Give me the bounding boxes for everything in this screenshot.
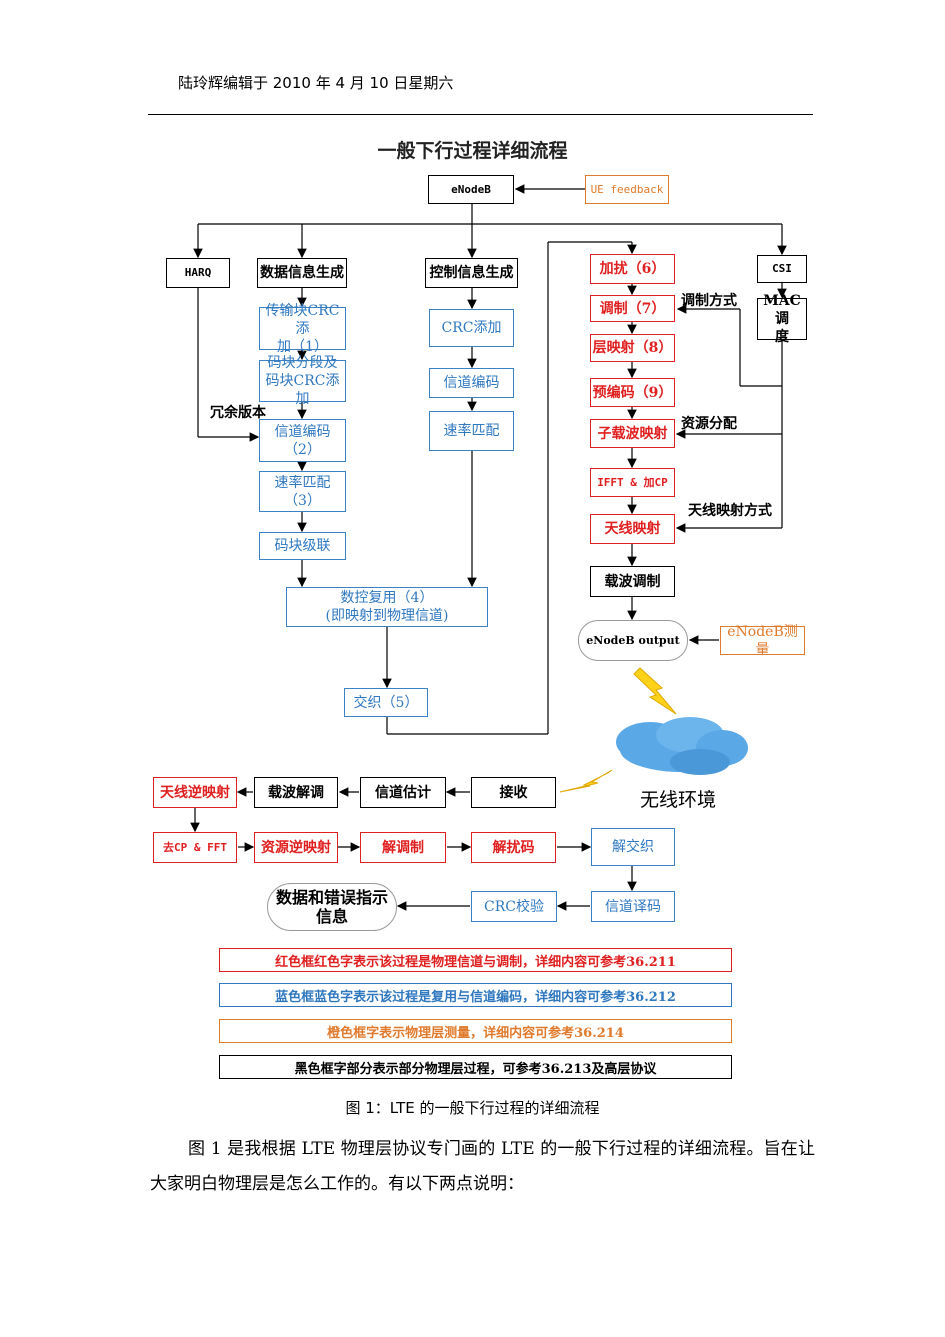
- ant-map-scheme-label: 天线映射方式: [688, 503, 772, 519]
- header-text: 陆玲辉编辑于 2010 年 4 月 10 日星期六: [178, 74, 454, 92]
- channel-est-box: 信道估计: [360, 777, 446, 808]
- res-alloc-label: 资源分配: [681, 416, 737, 432]
- legend-red: 红色框红色字表示该过程是物理信道与调制，详细内容可参考36.211: [219, 948, 732, 972]
- wireless-env-label: 无线环境: [640, 789, 717, 811]
- deinterleave-box: 解交织: [591, 828, 675, 866]
- body-paragraph: 图 1 是我根据 LTE 物理层协议专门画的 LTE 的一般下行过程的详细流程。…: [150, 1139, 815, 1194]
- modulate-box: 调制（7）: [590, 295, 675, 322]
- redundancy-label: 冗余版本: [210, 405, 266, 421]
- channel-coding-2-box: 信道编码 （2）: [259, 419, 346, 462]
- lightning-icon-2: [559, 769, 613, 793]
- ifft-cp-box: IFFT & 加CP: [590, 468, 675, 497]
- data-error-oval: 数据和错误指示 信息: [267, 883, 397, 931]
- remove-cp-fft-box: 去CP & FFT: [153, 832, 237, 863]
- scramble-box: 加扰（6）: [590, 254, 675, 284]
- enodeb-output-oval: eNodeB output: [578, 620, 688, 661]
- code-block-concat-box: 码块级联: [259, 532, 346, 560]
- lightning-icon: [633, 667, 677, 715]
- legend-blue: 蓝色框蓝色字表示该过程是复用与信道编码，详细内容可参考36.212: [219, 983, 732, 1007]
- precode-box: 预编码（9）: [590, 378, 675, 407]
- legend-orange: 橙色框字表示物理层测量，详细内容可参考36.214: [219, 1019, 732, 1043]
- header-divider: [148, 114, 813, 115]
- receive-box: 接收: [471, 777, 556, 808]
- rate-match-box: 速率匹配: [429, 411, 514, 451]
- mux-box: 数控复用（4） (即映射到物理信道): [286, 587, 488, 627]
- segmentation-box: 码块分段及 码块CRC添加: [259, 355, 346, 407]
- layer-map-box: 层映射（8）: [590, 334, 675, 362]
- enodeb-box: eNodeB: [428, 175, 514, 204]
- enodeb-measure-box: eNodeB测量: [720, 624, 805, 658]
- rate-match-3-box: 速率匹配 （3）: [259, 471, 346, 512]
- demodulate-box: 解调制: [360, 832, 446, 863]
- channel-coding-box: 信道编码: [429, 368, 514, 398]
- interleave-box: 交织（5）: [344, 688, 428, 717]
- antenna-map-box: 天线映射: [590, 514, 675, 544]
- carrier-mod-box: 载波调制: [590, 566, 675, 597]
- ctrl-gen-box: 控制信息生成: [425, 258, 518, 288]
- data-gen-box: 数据信息生成: [257, 258, 347, 288]
- cloud-icon: [616, 717, 748, 775]
- diagram-title: 一般下行过程详细流程: [377, 140, 568, 162]
- resource-demap-box: 资源逆映射: [254, 832, 338, 863]
- crc-check-box: CRC校验: [471, 891, 557, 922]
- csi-box: CSI: [757, 255, 807, 283]
- mac-sched-box: MAC调 度: [757, 293, 807, 345]
- carrier-demod-box: 载波解调: [254, 777, 338, 808]
- crc-add-box: CRC添加: [429, 309, 514, 347]
- figure-caption: 图 1：LTE 的一般下行过程的详细流程: [345, 1099, 600, 1117]
- antenna-demap-box: 天线逆映射: [153, 777, 237, 808]
- harq-box: HARQ: [166, 258, 230, 288]
- crc-add-tb-box: 传输块CRC添 加（1）: [259, 303, 346, 355]
- legend-black: 黑色框字部分表示部分物理层过程，可参考36.213及高层协议: [219, 1055, 732, 1079]
- descramble-box: 解扰码: [471, 832, 556, 863]
- mod-scheme-label: 调制方式: [681, 293, 737, 309]
- ue-feedback-box: UE feedback: [585, 175, 669, 204]
- subcarrier-map-box: 子载波映射: [590, 419, 675, 448]
- channel-decode-box: 信道译码: [591, 891, 675, 922]
